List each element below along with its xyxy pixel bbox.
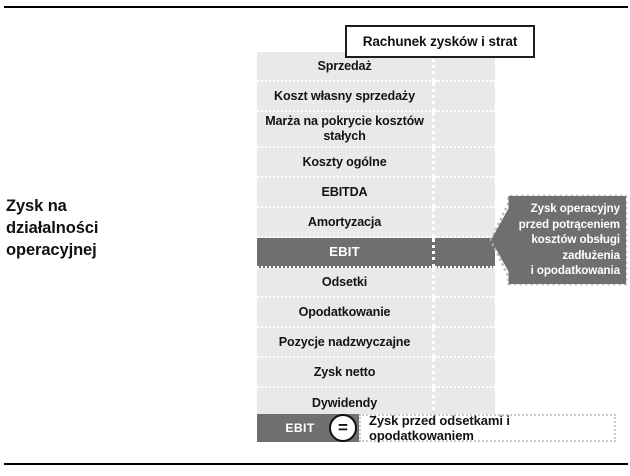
legend-term-label: EBIT [285, 421, 315, 435]
statement-row-side-cell [435, 268, 495, 298]
statement-row-side-cell [435, 238, 495, 268]
page-rule-top [4, 6, 628, 8]
statement-row-side-cell [435, 148, 495, 178]
statement-row-side-cell [435, 328, 495, 358]
statement-row-label: Pozycje nadzwyczajne [278, 334, 411, 349]
statement-row-main-cell: Odsetki [257, 268, 435, 298]
ebit-callout-text: Zysk operacyjny przed potrąceniem kosztó… [519, 201, 626, 278]
ebit-callout-line-5: i opodatkowania [530, 264, 620, 278]
statement-row: EBITDA [257, 178, 495, 208]
statement-row-main-cell: Koszty ogólne [257, 148, 435, 178]
side-caption: Zysk na działalności operacyjnej [6, 196, 206, 262]
statement-row: Koszt własny sprzedaży [257, 82, 495, 112]
statement-row-side-cell [435, 208, 495, 238]
statement-row-side-cell [435, 388, 495, 418]
statement-row-side-cell [435, 112, 495, 148]
statement-row-main-cell: Zysk netto [257, 358, 435, 388]
statement-row-main-cell: Amortyzacja [257, 208, 435, 238]
ebit-callout-line-4: zadłużenia [562, 248, 620, 262]
statement-row-label: Opodatkowanie [298, 304, 391, 319]
statement-row-side-cell [435, 178, 495, 208]
statement-row-main-cell: Opodatkowanie [257, 298, 435, 328]
side-caption-line-1: Zysk na [6, 197, 67, 215]
statement-row-label: EBIT [329, 244, 360, 260]
statement-row: Odsetki [257, 268, 495, 298]
legend-definition-strip [359, 414, 616, 442]
statement-row-highlighted: EBIT [257, 238, 495, 268]
statement-row-label: EBITDA [321, 184, 368, 199]
statement-header-label: Rachunek zysków i strat [362, 34, 518, 49]
ebit-callout: Zysk operacyjny przed potrąceniem kosztó… [491, 196, 626, 284]
statement-row-main-cell: EBITDA [257, 178, 435, 208]
statement-row-side-cell [435, 82, 495, 112]
equals-icon: = [329, 414, 357, 442]
statement-row: Dywidendy [257, 388, 495, 418]
side-caption-line-2: działalności [6, 218, 99, 237]
statement-header-box: Rachunek zysków i strat [345, 25, 535, 58]
statement-row-label: Amortyzacja [307, 214, 382, 229]
statement-row-label: Sprzedaż [317, 58, 372, 73]
ebit-callout-line-2: przed potrąceniem [518, 217, 620, 231]
statement-row-main-cell: Koszt własny sprzedaży [257, 82, 435, 112]
equals-glyph: = [338, 417, 348, 437]
statement-row: Marża na pokrycie kosztów stałych [257, 112, 495, 148]
statement-row: Koszty ogólne [257, 148, 495, 178]
legend: EBIT = Zysk przed odsetkami i opodatkowa… [257, 413, 616, 443]
statement-row-side-cell [435, 358, 495, 388]
statement-row-label: Marża na pokrycie kosztów stałych [265, 114, 424, 143]
page-rule-bottom [4, 463, 628, 465]
statement-row-label: Zysk netto [313, 364, 376, 379]
statement-row: Zysk netto [257, 358, 495, 388]
statement-row-label: Koszty ogólne [302, 154, 387, 169]
side-caption-line-3: operacyjnej [6, 240, 97, 259]
statement-row: Opodatkowanie [257, 298, 495, 328]
statement-row: Pozycje nadzwyczajne [257, 328, 495, 358]
statement-row-main-cell: Dywidendy [257, 388, 435, 418]
statement-row: Amortyzacja [257, 208, 495, 238]
statement-row-label: Koszt własny sprzedaży [274, 88, 415, 103]
legend-definition-text: Zysk przed odsetkami i opodatkowaniem [369, 413, 510, 443]
statement-row-side-cell [435, 298, 495, 328]
statement-row-label: Dywidendy [311, 395, 378, 410]
statement-row-main-cell: Marża na pokrycie kosztów stałych [257, 112, 435, 148]
statement-row-label: Odsetki [321, 274, 368, 289]
statement-row-main-cell: Pozycje nadzwyczajne [257, 328, 435, 358]
ebit-callout-line-3: kosztów obsługi [531, 233, 620, 247]
statement-row-main-cell: EBIT [257, 238, 435, 268]
ebit-callout-line-1: Zysk operacyjny [530, 202, 620, 216]
